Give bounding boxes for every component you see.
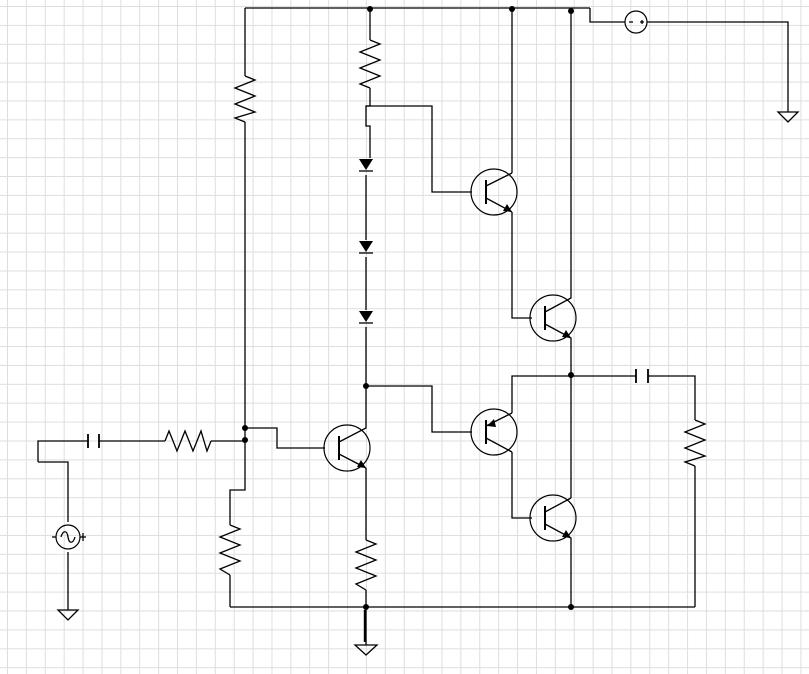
npn-transistor-upper-output (529, 294, 577, 342)
diode-d3 (359, 311, 373, 324)
npn-transistor-upper-driver (470, 168, 518, 216)
ground-symbol-bottom (353, 610, 379, 656)
resistor-r4-bias-bottom (218, 524, 242, 576)
diode-d1 (359, 159, 373, 172)
ground-symbol-input (56, 609, 80, 621)
ground-symbol-right (776, 111, 800, 123)
junction-dots (242, 6, 574, 610)
diode-d2 (359, 241, 373, 254)
resistor-r1-bias-top (233, 75, 257, 123)
input-capacitor (87, 434, 100, 448)
wires (37, 7, 789, 645)
ac-signal-source (52, 524, 86, 550)
resistor-r5-emitter (354, 539, 378, 591)
resistor-r2-collector (358, 39, 382, 89)
resistor-r3-input (164, 429, 212, 453)
dc-voltage-source (624, 10, 648, 34)
npn-transistor-lower-output (529, 494, 577, 542)
npn-transistor-driver (323, 412, 371, 472)
pnp-transistor-lower-driver (470, 408, 518, 456)
output-capacitor (635, 369, 649, 383)
resistor-r6-load (683, 419, 707, 467)
